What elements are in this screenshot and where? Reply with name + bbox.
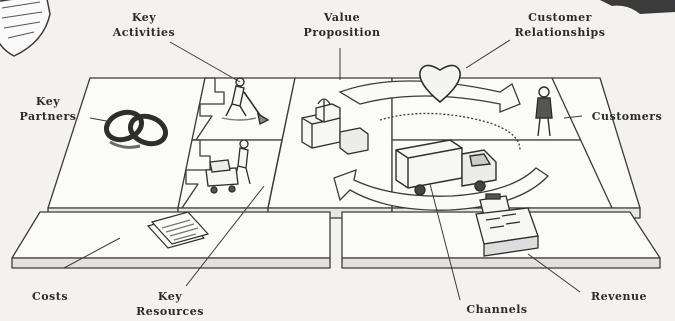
header-edge-decoration [600, 0, 675, 14]
worker-with-cart-icon [205, 139, 251, 194]
label-key-activities: Key Activities [112, 11, 176, 39]
label-customer-relationships: Customer Relationships [514, 11, 606, 39]
delivery-truck-icon [395, 139, 497, 196]
label-key-resources: Key Resources [136, 290, 204, 318]
label-value-proposition: Value Proposition [303, 11, 381, 39]
worker-digging-icon [221, 77, 270, 126]
callout-lines [63, 39, 583, 301]
person-icon [535, 86, 553, 137]
label-key-partners: Key Partners [19, 95, 77, 123]
label-revenue: Revenue [590, 290, 648, 303]
documents-icon [146, 211, 210, 249]
label-costs: Costs [31, 290, 69, 303]
label-channels: Channels [466, 303, 528, 316]
rings-icon [104, 109, 168, 149]
heart-icon [419, 64, 461, 104]
gift-boxes-icon [301, 98, 369, 155]
label-customers: Customers [591, 110, 663, 123]
shield-logo-icon [0, 0, 51, 57]
cash-register-icon [475, 193, 539, 257]
